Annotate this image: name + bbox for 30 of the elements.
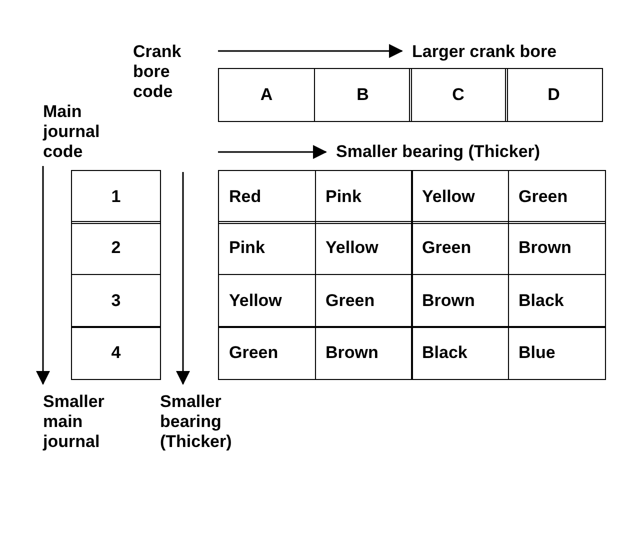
table-cell: Green — [411, 221, 509, 275]
table-cell: Green — [508, 170, 606, 224]
table-cell: Yellow — [218, 274, 316, 328]
table-cell: Brown — [314, 326, 412, 380]
row-header-cell: 2 — [71, 221, 161, 275]
table-cell: Blue — [508, 326, 606, 380]
table-cell: Green — [314, 274, 412, 328]
table-cell: Yellow — [411, 170, 509, 224]
table-cell: Brown — [411, 274, 509, 328]
axis-label: Crank bore code — [133, 42, 182, 102]
table-cell: Yellow — [314, 221, 412, 275]
table-cell: Black — [508, 274, 606, 328]
table-cell: Red — [218, 170, 316, 224]
column-header-cell: B — [314, 68, 412, 122]
table-cell: Black — [411, 326, 509, 380]
row-header-cell: 1 — [71, 170, 161, 224]
row-header-cell: 3 — [71, 274, 161, 328]
table-cell: Green — [218, 326, 316, 380]
direction-label: Larger crank bore — [412, 42, 557, 62]
note-label: Smaller main journal — [43, 392, 106, 452]
table-cell: Brown — [508, 221, 606, 275]
axis-label: Main journal code — [43, 102, 101, 162]
row-header-cell: 4 — [71, 326, 161, 380]
column-header-cell: C — [409, 68, 508, 122]
column-header-cell: A — [218, 68, 315, 122]
table-cell: Pink — [218, 221, 316, 275]
column-header-cell: D — [504, 68, 603, 122]
direction-label: Smaller bearing (Thicker) — [336, 142, 540, 162]
note-label: Smaller bearing (Thicker) — [160, 392, 233, 452]
table-cell: Pink — [314, 170, 412, 224]
